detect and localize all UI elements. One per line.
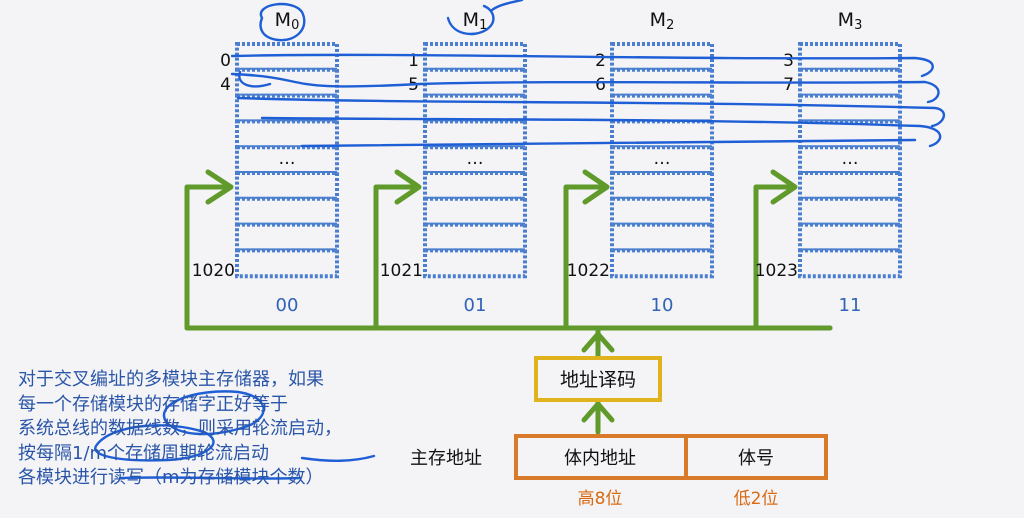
memory-word-cell <box>235 248 339 279</box>
module-title: M0 <box>275 9 300 33</box>
ink-circle-storage-word <box>162 390 265 436</box>
memory-word-cell <box>423 145 527 175</box>
arrow-head-1 <box>394 169 422 205</box>
memory-module-2: M2 2 6 … 1022 10 <box>567 9 714 316</box>
address-label: 3 <box>783 51 794 71</box>
ink-circle-m0 <box>259 2 306 42</box>
high-bits-label: 高8位 <box>578 489 623 509</box>
address-register <box>514 434 828 480</box>
memory-word-cell <box>610 196 714 227</box>
address-label: 1020 <box>192 261 235 281</box>
green-bus <box>184 169 833 435</box>
memory-modules: M004…102000M115…102101M226…102210M337…10… <box>192 9 902 316</box>
module-title: M3 <box>838 9 863 33</box>
address-label: 6 <box>595 75 606 95</box>
decoder-box <box>534 356 662 402</box>
memory-word-cell <box>235 222 339 253</box>
memory-word-cell <box>423 248 527 279</box>
memory-word-cell <box>423 171 527 201</box>
memory-word-cell <box>423 222 527 253</box>
note-line: 按每隔1/m个存储周期轮流启动 <box>18 442 270 464</box>
arrow-head-2 <box>582 169 610 205</box>
ellipsis: … <box>279 149 296 169</box>
module-code: 11 <box>839 295 862 316</box>
ink-circle-data-lines <box>94 424 215 462</box>
memory-module-3: M3 3 7 … 1023 11 <box>755 9 902 316</box>
memory-word-cell <box>798 145 902 175</box>
ink-stroke <box>236 96 946 128</box>
memory-module-0: M0 0 4 … 1020 00 <box>192 9 339 316</box>
memory-word-cell <box>235 196 339 227</box>
ellipsis: … <box>842 149 859 169</box>
bus-line-module-1 <box>373 184 421 331</box>
memory-word-cell <box>798 93 902 124</box>
note-line: 对于交叉编址的多模块主存储器，如果 <box>18 369 324 390</box>
memory-word-cell <box>798 171 902 201</box>
module-title: M1 <box>463 9 488 33</box>
ink-stroke <box>230 72 940 104</box>
ink-stroke <box>230 53 934 78</box>
address-label: 2 <box>595 51 606 71</box>
address-label: 1022 <box>567 261 610 281</box>
memory-word-cell <box>610 248 714 279</box>
memory-word-cell <box>798 196 902 227</box>
ink-stroke <box>238 70 272 88</box>
note-line: 各模块进行读写（m为存储模块个数） <box>18 467 324 488</box>
memory-word-cell <box>423 196 527 227</box>
field-module-number: 体号 <box>738 448 774 469</box>
memory-word-cell <box>798 248 902 279</box>
module-code: 00 <box>276 295 299 316</box>
memory-word-cell <box>798 222 902 253</box>
memory-word-cell <box>423 93 527 124</box>
decoder-label: 地址译码 <box>560 369 636 391</box>
memory-word-cell <box>610 222 714 253</box>
main-address-label: 主存地址 <box>410 448 482 469</box>
address-label: 4 <box>220 75 231 95</box>
bus-line-module-0 <box>184 184 233 331</box>
memory-word-cell <box>235 67 339 98</box>
note-line: 系统总线的数据线数，则采用轮流启动， <box>18 418 342 439</box>
arrow-head-3 <box>770 169 798 205</box>
ink-mark-m1 <box>446 4 495 36</box>
module-title: M2 <box>650 9 675 33</box>
memory-word-cell <box>610 171 714 201</box>
address-label: 1023 <box>755 261 798 281</box>
memory-word-cell <box>235 119 339 150</box>
address-label: 1021 <box>380 261 423 281</box>
bus-line-module-3 <box>753 184 797 331</box>
memory-word-cell <box>235 171 339 201</box>
ellipsis: … <box>654 149 671 169</box>
ink-underline-rotation <box>300 454 376 462</box>
ellipsis: … <box>467 149 484 169</box>
explanation-note: 对于交叉编址的多模块主存储器，如果 每一个存储模块的存储字正好等于 系统总线的数… <box>18 368 438 491</box>
decoder-up-arrow <box>581 331 615 353</box>
module-code: 10 <box>651 295 674 316</box>
memory-word-cell <box>235 42 339 72</box>
ink-underline-note <box>118 476 302 480</box>
addr-up-arrow <box>581 401 615 423</box>
address-label: 1 <box>408 51 419 71</box>
memory-word-cell <box>235 145 339 175</box>
bus-line-module-2 <box>563 184 609 331</box>
address-label: 0 <box>220 51 231 71</box>
note-line: 每一个存储模块的存储字正好等于 <box>18 393 288 415</box>
low-bits-label: 低2位 <box>734 489 779 509</box>
ink-stroke <box>260 116 942 148</box>
field-intra-address: 体内地址 <box>564 448 636 469</box>
ink-mark-m1b <box>490 0 524 12</box>
module-code: 01 <box>464 295 487 316</box>
address-label: 7 <box>783 75 794 95</box>
handwritten-annotations <box>94 0 946 480</box>
memory-word-cell <box>798 42 902 72</box>
arrow-head-0 <box>205 169 234 205</box>
memory-word-cell <box>610 93 714 124</box>
